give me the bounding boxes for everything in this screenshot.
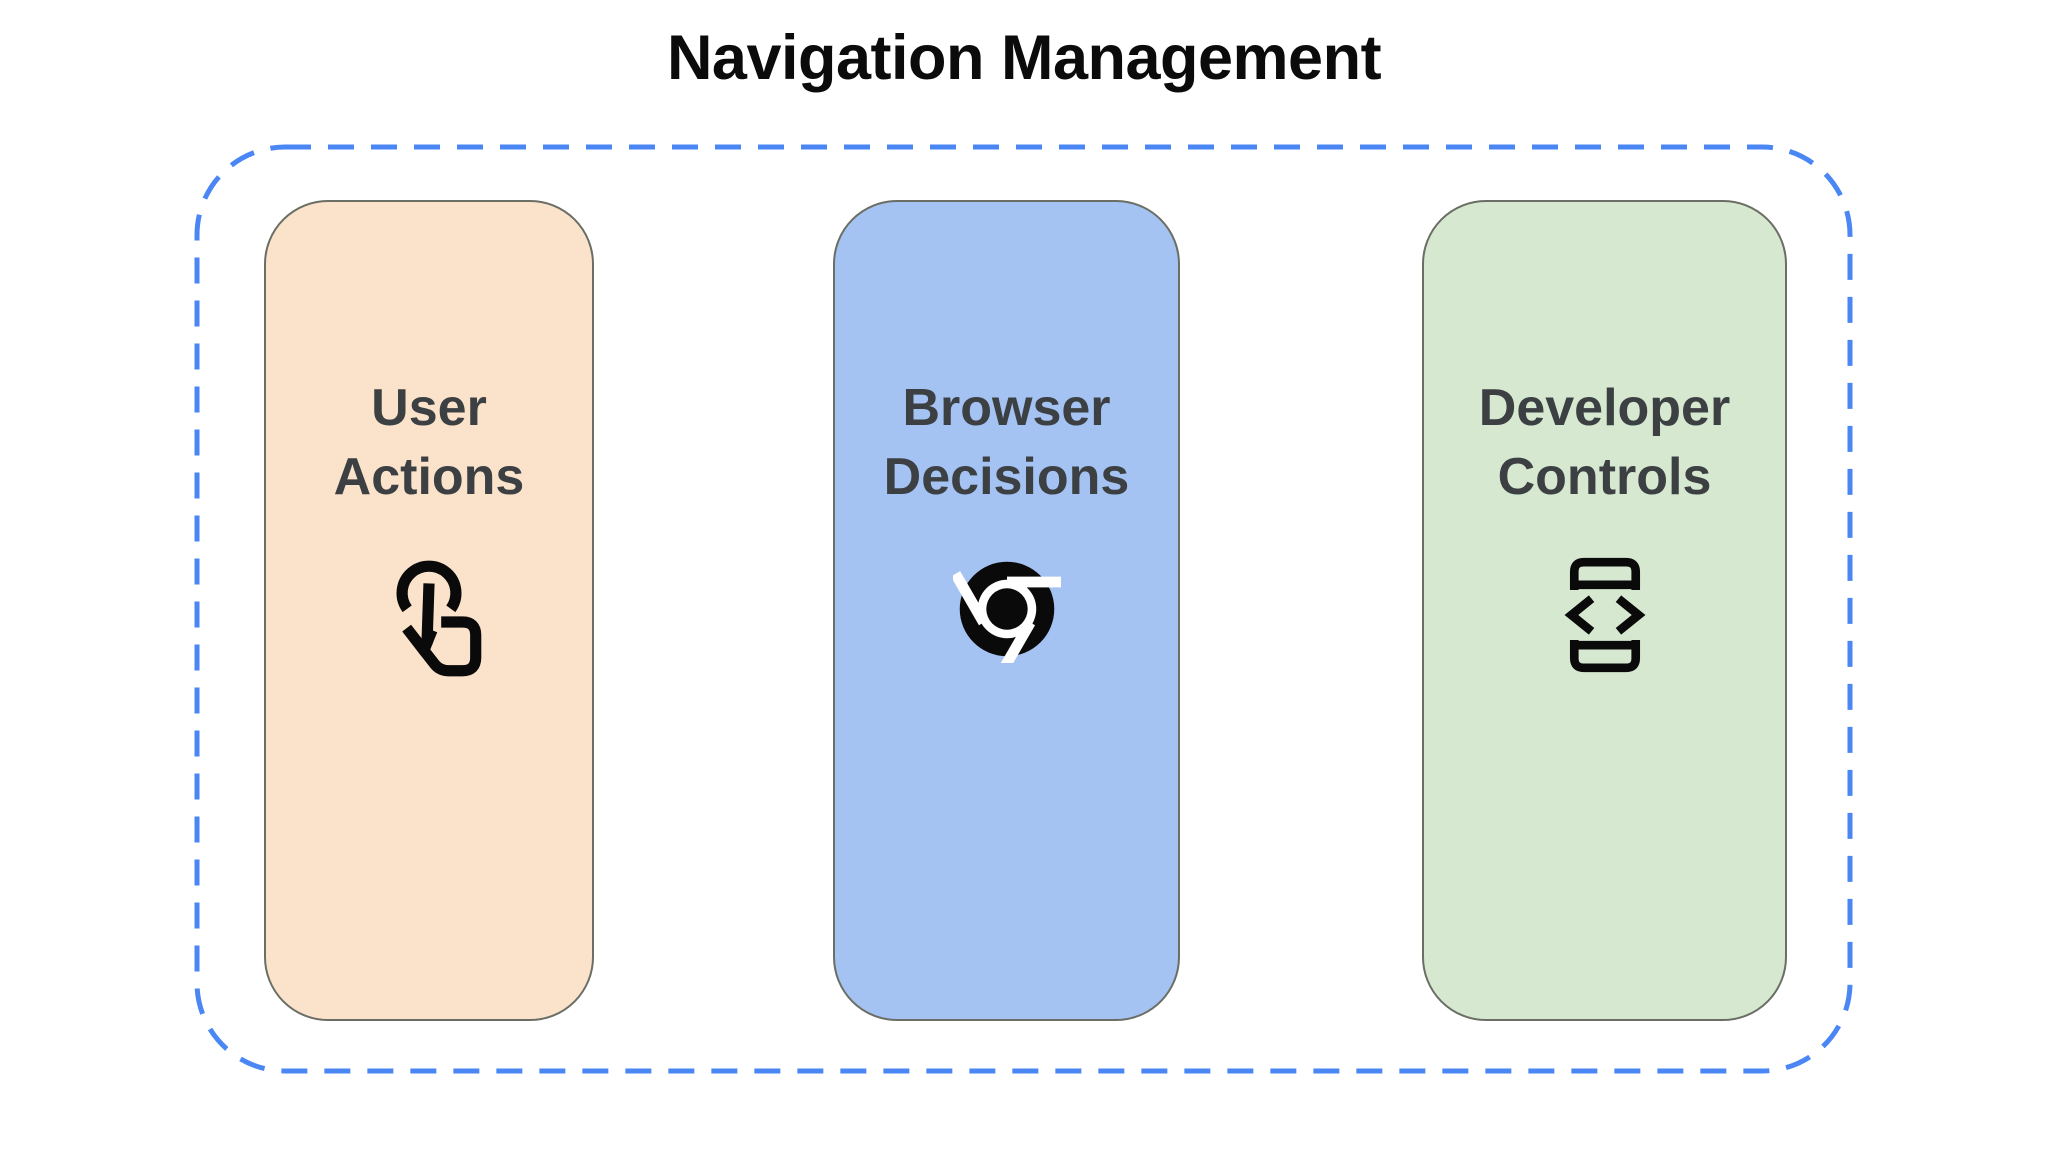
card-label-line: Controls	[1497, 447, 1712, 506]
card-label-line: Developer	[1478, 379, 1731, 437]
diagram-title: Navigation Management	[666, 23, 1382, 93]
touch-gesture-icon	[368, 555, 490, 687]
card-browser-decisions-label: Browser Decisions	[884, 374, 1130, 511]
card-label-line: User	[371, 379, 487, 437]
card-user-actions: User Actions	[264, 200, 594, 1021]
card-browser-decisions: Browser Decisions	[833, 200, 1180, 1021]
card-developer-controls-label: Developer Controls	[1479, 374, 1730, 511]
developer-mode-icon	[1557, 555, 1653, 675]
card-label-line: Decisions	[883, 447, 1130, 506]
card-user-actions-label: User Actions	[334, 374, 525, 511]
card-label-line: Browser	[902, 379, 1111, 437]
card-label-line: Actions	[333, 447, 525, 506]
chrome-browser-icon	[952, 555, 1061, 664]
card-developer-controls: Developer Controls	[1422, 200, 1787, 1021]
